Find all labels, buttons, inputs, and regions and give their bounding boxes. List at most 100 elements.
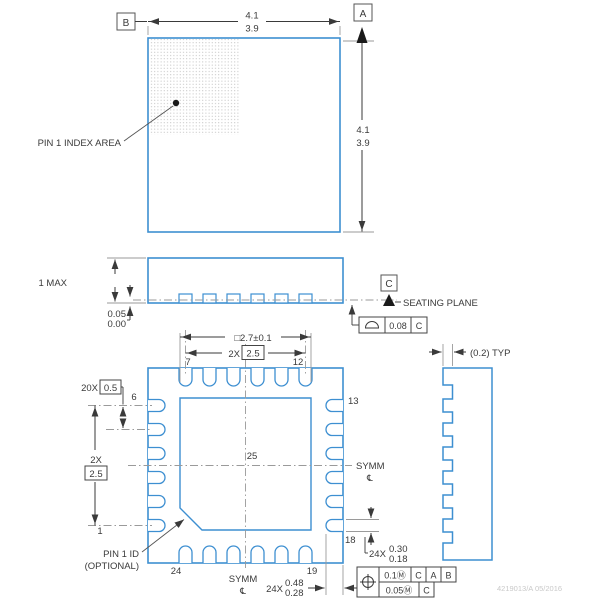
- pin13-label: 13: [348, 396, 359, 407]
- vertical-span-dimension: 2X 2.5: [84, 405, 108, 526]
- top-width-dimension: 4.1 3.9: [147, 10, 341, 35]
- terminal-width-count: 24X: [369, 549, 387, 560]
- typ-dimension: (0.2) TYP: [429, 344, 510, 366]
- flatness-control-frame: 0.08 C: [348, 305, 428, 334]
- symm-bottom-label: SYMM: [229, 574, 258, 585]
- pin-pad-left: [148, 446, 166, 461]
- pin7-label: 7: [185, 357, 190, 368]
- top-width-lower: 3.9: [245, 24, 258, 35]
- seating-plane-callout: C SEATING PLANE: [380, 274, 478, 309]
- pin-pad-left: [148, 494, 166, 509]
- datum-c-label: C: [385, 279, 392, 290]
- pitch-dimension: 20X 0.5: [81, 379, 127, 428]
- top-width-upper: 4.1: [245, 11, 258, 22]
- side-view-terminal: [226, 293, 241, 304]
- pin-pad-right: [325, 398, 343, 413]
- right-side-view-body: [442, 367, 493, 561]
- pin-pad-top: [178, 368, 193, 387]
- pin1-index-area-stipple: [149, 39, 240, 135]
- vspan-count: 2X: [90, 455, 102, 466]
- pin-pad-bottom: [250, 545, 265, 563]
- top-view: PIN 1 INDEX AREA B 4.1 3.9 A 4.1: [38, 3, 374, 233]
- standoff-lower: 0.00: [108, 319, 127, 330]
- top-height-dimension: 4.1 3.9: [343, 27, 374, 233]
- position-tolerance-frame: 0.1Ⓜ C A B 0.05Ⓜ C: [356, 566, 457, 598]
- datum-c-box: [380, 274, 398, 292]
- pitch-value: 0.5: [104, 383, 117, 394]
- hspan-value: 2.5: [246, 349, 259, 360]
- terminal-length-lower: 0.28: [285, 588, 304, 599]
- profile-of-surface-icon: [364, 321, 380, 329]
- height-max-label: 1 MAX: [38, 278, 67, 289]
- height-dimension: 1 MAX: [38, 257, 146, 304]
- horizontal-span-dimension: 2X 2.5: [185, 345, 306, 360]
- datum-c-arrow: [383, 294, 395, 306]
- pin1-id-callout: PIN 1 ID (OPTIONAL): [85, 519, 185, 572]
- pad-size-dimension: □2.7±0.1: [179, 333, 312, 382]
- terminal-width-upper: 0.30: [389, 544, 408, 555]
- pin-pad-right: [325, 446, 343, 461]
- position-tol-row1-datum1: C: [415, 571, 422, 581]
- pin-pad-bottom: [226, 545, 241, 563]
- pin1-index-label: PIN 1 INDEX AREA: [38, 138, 122, 149]
- pin1-index-dot: [172, 99, 180, 107]
- pin25-label: 25: [247, 451, 258, 462]
- pin-pad-left: [148, 398, 166, 413]
- side-view-terminal: [202, 293, 217, 304]
- position-tolerance-icon: [360, 574, 376, 590]
- terminal-length-dimension: 24X 0.48 0.28: [266, 534, 361, 599]
- pin-pad-right: [325, 494, 343, 509]
- symm-right-centerline-symbol: ℄: [366, 473, 373, 483]
- right-side-view: (0.2) TYP: [429, 344, 510, 561]
- side-view: 1 MAX 0.05 0.00 C SEATING PLANE: [38, 257, 478, 334]
- hspan-count: 2X: [228, 349, 240, 360]
- standoff-upper: 0.05: [108, 309, 127, 320]
- pin12-label: 12: [293, 357, 304, 368]
- vspan-value: 2.5: [89, 469, 102, 480]
- pin-pad-top: [298, 368, 313, 387]
- pin18-label: 18: [345, 535, 356, 546]
- flatness-datum: C: [416, 321, 423, 331]
- datum-a-label: A: [360, 9, 367, 20]
- datum-a-box: [353, 3, 373, 22]
- side-view-terminal: [298, 293, 313, 304]
- pin-pad-top: [202, 368, 217, 387]
- datum-b-label: B: [123, 18, 130, 29]
- pin-pad-top: [250, 368, 265, 387]
- flatness-tolerance: 0.08: [389, 321, 407, 331]
- position-tol-row2: 0.05Ⓜ: [386, 586, 413, 596]
- pitch-count: 20X: [81, 383, 99, 394]
- pin-pad-top: [274, 368, 289, 387]
- pin-pad-right: [325, 422, 343, 437]
- pin-pad-left: [148, 470, 166, 485]
- pin6-label: 6: [131, 392, 136, 403]
- side-view-terminal: [178, 293, 193, 304]
- bottom-view-pins: [148, 368, 343, 563]
- terminal-length-upper: 0.48: [285, 578, 304, 589]
- document-reference: 4219013/A 05/2016: [497, 584, 562, 593]
- pin-pad-right: [325, 518, 343, 533]
- pin19-label: 19: [307, 566, 318, 577]
- pin-pad-bottom: [202, 545, 217, 563]
- top-height-upper: 4.1: [356, 125, 369, 136]
- pin-pad-right: [325, 470, 343, 485]
- position-tol-row1: 0.1Ⓜ: [384, 571, 406, 581]
- seating-plane-label: SEATING PLANE: [403, 298, 478, 309]
- terminal-length-count: 24X: [266, 584, 284, 595]
- pin1-id-line1: PIN 1 ID: [103, 549, 139, 560]
- standoff-dimension: 0.05 0.00: [108, 285, 134, 330]
- pin-pad-top: [226, 368, 241, 387]
- typ-dimension-label: (0.2) TYP: [470, 348, 510, 359]
- pin24-label: 24: [171, 566, 182, 577]
- position-tol-row2-datum: C: [423, 586, 430, 596]
- side-view-terminal: [250, 293, 265, 304]
- bottom-view: □2.7±0.1 2X 2.5 7 12 20X 0.5 6: [81, 330, 457, 599]
- pin-pad-left: [148, 518, 166, 533]
- terminal-width-lower: 0.18: [389, 554, 408, 565]
- side-view-terminal: [274, 293, 289, 304]
- position-tol-row1-datum3: B: [445, 571, 451, 581]
- pin-pad-left: [148, 422, 166, 437]
- side-view-package-body: [147, 257, 344, 304]
